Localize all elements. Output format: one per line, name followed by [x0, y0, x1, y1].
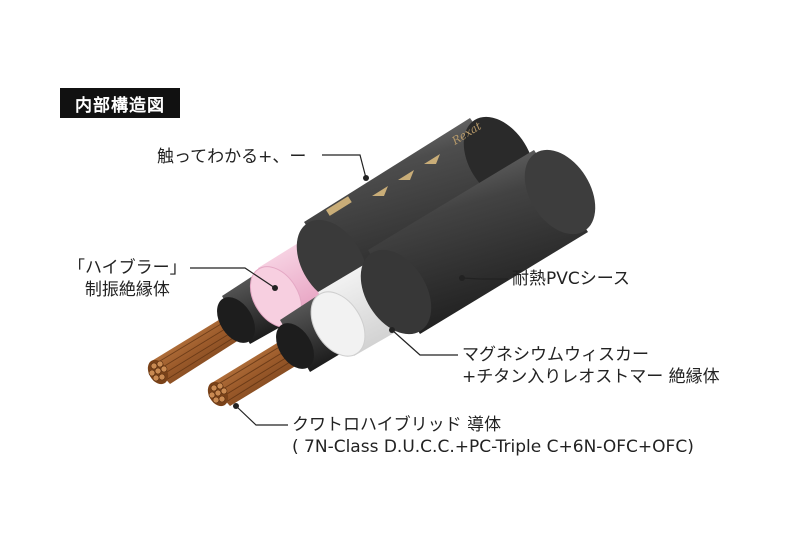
dot-conductor — [233, 403, 239, 409]
callout-hybrid-insulator: 「ハイブラー」 制振絶縁体 — [68, 257, 187, 301]
arrow-marker-1 — [372, 186, 388, 196]
callout-magnesium-line2: +チタン入りレオストマー 絶縁体 — [462, 367, 720, 387]
tactile-markers — [326, 154, 440, 216]
leader-pvc — [461, 277, 508, 280]
sheath-lower-far-end — [524, 149, 596, 235]
pvc-sheath-lower-end — [360, 249, 432, 335]
callout-conductor-line1: クワトロハイブリッド 導体 — [292, 415, 502, 435]
conductor-strands-lower — [207, 340, 302, 407]
callout-tactile-markers: 触ってわかる+、ー — [157, 147, 307, 167]
inner-insulator-lower-end — [276, 323, 314, 369]
magnesium-whisker-insulator-end — [310, 291, 366, 357]
leader-conductor — [235, 405, 288, 426]
conductor-strands-upper — [147, 318, 242, 385]
callout-conductor: クワトロハイブリッド 導体 ( 7N-Class D.U.C.C.+PC-Tri… — [292, 414, 694, 458]
dot-hybrid — [272, 285, 278, 291]
diagram-title: 内部構造図 — [60, 88, 180, 118]
arrow-marker-2 — [398, 170, 414, 180]
minus-marker — [326, 196, 352, 216]
inner-insulator-upper-end — [217, 297, 255, 343]
callout-pvc-sheath: 耐熱PVCシース — [512, 269, 630, 289]
dot-magnesium — [389, 327, 395, 333]
leader-tactile — [322, 154, 367, 179]
leader-lines — [190, 154, 508, 426]
callout-conductor-line2: ( 7N-Class D.U.C.C.+PC-Triple C+6N-OFC+O… — [292, 437, 694, 457]
dot-pvc — [459, 275, 465, 281]
dot-tactile — [363, 175, 369, 181]
leader-magnesium — [391, 329, 458, 356]
leader-hybrid — [190, 267, 276, 289]
callout-hybrid-line1: 「ハイブラー」 — [68, 258, 187, 278]
callout-hybrid-line2: 制振絶縁体 — [84, 280, 170, 300]
callout-magnesium-insulator: マグネシウムウィスカー +チタン入りレオストマー 絶縁体 — [462, 344, 720, 388]
arrow-marker-3 — [424, 154, 440, 164]
callout-magnesium-line1: マグネシウムウィスカー — [462, 345, 649, 365]
